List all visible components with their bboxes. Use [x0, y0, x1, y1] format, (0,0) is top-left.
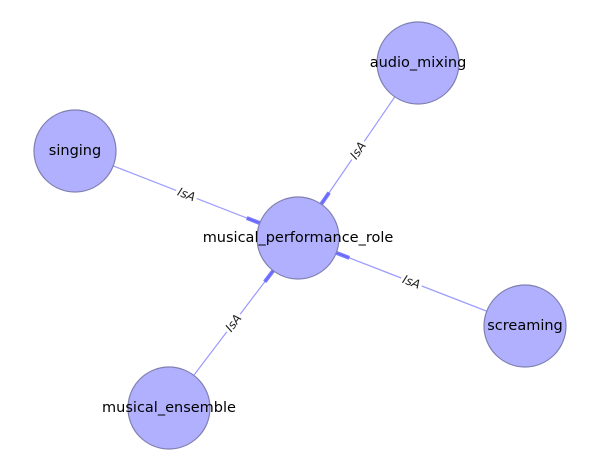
nodes-layer	[33, 21, 567, 450]
edge-label-musical-ensemble: IsA	[222, 312, 244, 335]
edge-label-singing: IsA	[176, 185, 198, 205]
node-singing[interactable]	[33, 109, 117, 193]
node-audio-mixing[interactable]	[376, 21, 460, 105]
edge-label-bg-singing	[173, 183, 200, 206]
edge-label-screaming: IsA	[401, 272, 423, 292]
node-screaming[interactable]	[483, 284, 567, 368]
node-musical-ensemble[interactable]	[127, 366, 211, 450]
edge-label-bg-musical-ensemble	[220, 309, 247, 337]
node-label-musical-ensemble: musical_ensemble	[102, 400, 236, 416]
node-musical-performance-role[interactable]	[256, 196, 340, 280]
edge-label-bg-audio-mixing	[345, 136, 371, 165]
node-labels-layer: musical_performance_role audio_mixingsing…	[49, 55, 563, 416]
node-label-audio-mixing: audio_mixing	[370, 55, 467, 71]
node-label-musical-performance-role: musical_performance_role	[203, 230, 394, 246]
edge-label-bg-screaming	[398, 270, 425, 294]
node-label-singing: singing	[49, 143, 101, 159]
node-label-screaming: screaming	[487, 318, 563, 334]
